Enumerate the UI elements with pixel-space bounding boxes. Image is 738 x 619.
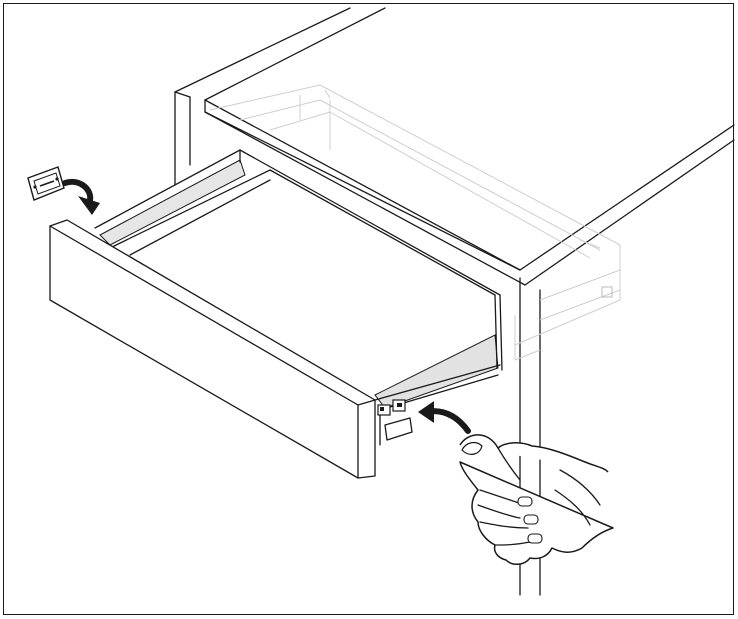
ghost-drawer xyxy=(209,84,621,361)
front-mounting-clip xyxy=(377,399,413,446)
bracket-insert-arrow xyxy=(62,178,100,215)
front-fixing-bracket xyxy=(27,166,65,201)
clip-press-arrow xyxy=(418,401,471,434)
hand xyxy=(459,434,614,565)
cabinet-frame xyxy=(174,7,735,596)
drawer-box xyxy=(49,149,503,479)
